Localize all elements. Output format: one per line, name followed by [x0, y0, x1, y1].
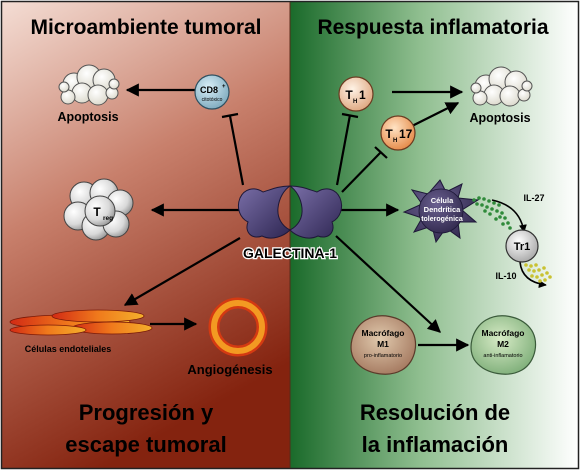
inhibition-cd8: [228, 115, 245, 186]
treg-cell-cluster: T reg: [63, 178, 134, 241]
left-panel-title: Microambiente tumoral: [30, 16, 261, 39]
il10-secretion-dots: [524, 263, 552, 283]
endothelial-label: Células endoteliales: [25, 344, 112, 354]
dendritic-cell: Célula Dendrítica tolerogénica: [402, 179, 480, 244]
tr1-label: Tr1: [514, 241, 531, 253]
cd8-sublabel: citotóxico: [202, 97, 223, 103]
dendritic-label-line1: Célula: [431, 196, 454, 205]
apoptotic-cells-right: [470, 66, 533, 107]
dendritic-label-line2: Dendrítica: [424, 205, 462, 214]
left-panel-background: [2, 2, 290, 468]
angiogenesis-vessel: [208, 297, 268, 357]
treg-label: T: [93, 205, 101, 219]
arrow-il10: [519, 261, 547, 289]
angiogenesis-label: Angiogénesis: [187, 362, 272, 377]
macrophage-m2: Macrófago M2 anti-inflamatorio: [470, 315, 537, 375]
endothelial-cells: [9, 309, 153, 336]
inhibition-th17: [341, 151, 382, 193]
dendritic-label-line3: tolerogénica: [421, 216, 463, 223]
cd8-cell: CD8 + citotóxico: [194, 74, 230, 110]
m2-label-line3: anti-inflamatorio: [483, 353, 522, 359]
arrow-to-m2: [335, 235, 441, 333]
il27-label: IL-27: [523, 193, 544, 203]
m1-label-line2: M1: [377, 339, 389, 349]
arrow-il27: [491, 199, 527, 233]
m2-label-line1: Macrófago: [482, 328, 525, 338]
th17-subscript: H: [393, 138, 397, 144]
th1-subscript: H: [353, 99, 357, 105]
th1-cell: T H 1: [338, 76, 374, 112]
m2-label-line2: M2: [497, 339, 509, 349]
right-panel-title: Respuesta inflamatoria: [317, 16, 548, 39]
macrophage-m1: Macrófago M1 pro-inflamatorio: [350, 315, 417, 375]
apoptotic-cells-left: [58, 64, 120, 106]
galectin-1-label: GALECTINA-1: [243, 245, 337, 261]
left-bottom-title-line1: Progresión y: [79, 400, 214, 425]
th17-label: T: [385, 127, 393, 141]
cd8-superscript: +: [222, 84, 226, 90]
cd8-label: CD8: [200, 85, 218, 95]
m1-label-line3: pro-inflamatorio: [364, 353, 402, 359]
th17-number: 17: [399, 127, 413, 141]
th17-cell: T H 17: [380, 115, 416, 151]
tr1-cell: Tr1: [505, 229, 539, 263]
m1-label-line1: Macrófago: [362, 328, 405, 338]
th1-label: T: [345, 88, 353, 102]
th1-number: 1: [359, 88, 366, 102]
inhibition-th1: [335, 114, 352, 186]
right-bottom-title-line1: Resolución de: [360, 400, 510, 425]
apoptosis-left-label: Apoptosis: [57, 110, 118, 124]
galectin-1-dimer: [237, 185, 343, 239]
apoptosis-right-label: Apoptosis: [469, 111, 530, 125]
il10-label: IL-10: [495, 271, 516, 281]
arrow-to-endothelial: [123, 237, 241, 306]
treg-subscript: reg: [103, 215, 113, 222]
connectors: [123, 83, 547, 352]
right-bottom-title-line2: la inflamación: [362, 432, 509, 457]
arrow-th17-to-apoptosis: [411, 102, 460, 127]
left-bottom-title-line2: escape tumoral: [65, 432, 226, 457]
il27-secretion-dots: [472, 196, 512, 230]
